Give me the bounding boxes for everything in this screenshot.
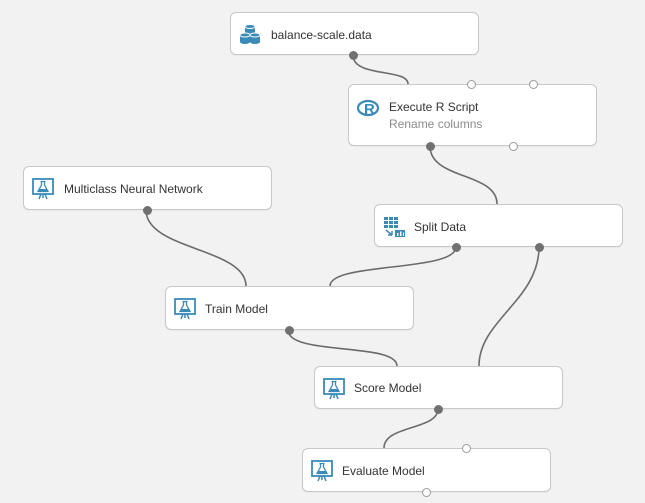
connector-dataset-to-rscript [352,54,409,85]
connector-split-to-score [478,246,540,367]
module-title: Train Model [205,302,268,316]
connector-neuralnet-to-train [145,209,247,287]
flask-monitor-icon [174,298,196,320]
module-title: Split Data [414,220,467,234]
module-multiclass-neural-network[interactable]: Multiclass Neural Network [23,166,272,215]
module-title: Score Model [354,381,422,395]
module-split-data[interactable]: Split Data [374,204,623,252]
output-port[interactable] [535,243,544,252]
flask-monitor-icon [323,378,345,400]
module-title: Evaluate Model [342,464,425,478]
connector-train-to-score [287,329,398,367]
r-script-icon: R [356,97,380,119]
module-execute-r-script[interactable]: R Execute R Script Rename columns [348,80,597,151]
output-port[interactable] [285,326,294,335]
output-port[interactable] [422,488,431,497]
output-port[interactable] [452,243,461,252]
module-title: balance-scale.data [271,28,372,42]
input-port[interactable] [467,80,476,89]
module-title: Multiclass Neural Network [64,182,203,196]
module-subtitle: Rename columns [389,117,483,131]
connector-rscript-to-split [429,145,498,205]
module-title: Execute R Script [389,100,479,114]
svg-text:R: R [364,101,375,118]
module-train-model[interactable]: Train Model [165,286,414,335]
output-port[interactable] [509,142,518,151]
flask-monitor-icon [32,178,54,200]
module-balance-scale-data[interactable]: balance-scale.data [230,12,479,60]
input-port[interactable] [529,80,538,89]
output-port[interactable] [143,206,152,215]
connector-split-to-train [329,246,457,287]
module-evaluate-model[interactable]: Evaluate Model [302,444,551,497]
flask-monitor-icon [311,460,333,482]
output-port[interactable] [434,405,443,414]
split-grid-icon [383,216,405,238]
connector-score-to-evaluate [383,408,439,449]
output-port[interactable] [426,142,435,151]
input-port[interactable] [462,444,471,453]
dataset-icon [239,23,261,45]
output-port[interactable] [349,51,358,60]
module-score-model[interactable]: Score Model [314,366,563,414]
